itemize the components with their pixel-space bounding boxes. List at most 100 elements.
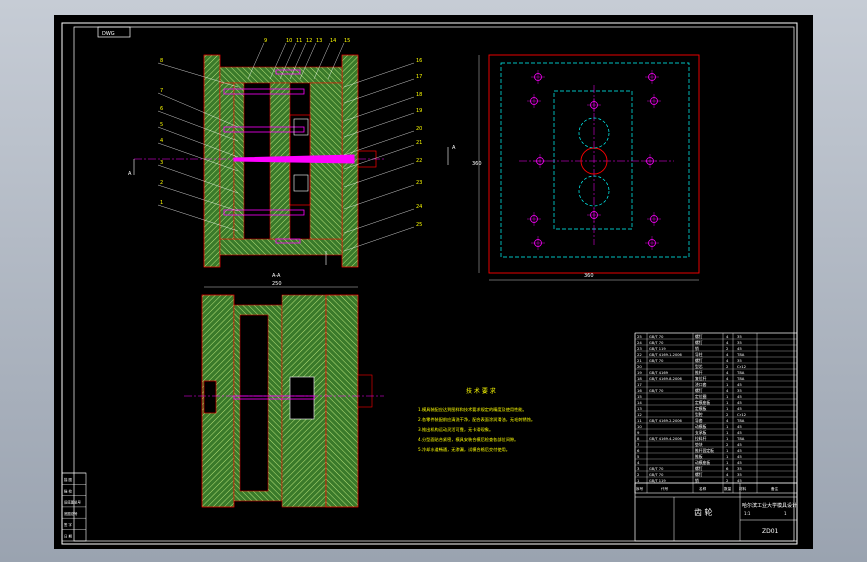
bom-name: 推板 (695, 454, 703, 459)
section-view-title: A-A (272, 273, 281, 279)
bom-mat: 35 (737, 358, 742, 363)
bom-code: GB/T 4169.2-2006 (649, 419, 683, 423)
bom-code: GB/T 4169 (649, 371, 669, 375)
frame-tag: DWG (102, 31, 115, 37)
assembly-section-view: A A (128, 54, 456, 268)
bom-no: 15 (637, 394, 642, 399)
leader-left-6: 6 (160, 106, 163, 112)
bom-no: 6 (637, 448, 640, 453)
bom-header-code: 代号 (661, 486, 669, 491)
bom-mat: 45 (737, 400, 742, 405)
bom-name: 推杆固定板 (695, 448, 714, 453)
bom-qty: 1 (726, 400, 729, 405)
leader-top-15: 15 (344, 38, 350, 44)
leader-top-13: 13 (316, 38, 322, 44)
bom-qty: 4 (726, 340, 729, 345)
bom-mat: T8A (736, 376, 745, 381)
left-strip-cell: 日 期 (64, 534, 72, 539)
bom-mat: 35 (737, 334, 742, 339)
bom-name: 浇口套 (695, 382, 707, 387)
bom-no: 19 (637, 370, 642, 375)
leader-right-23: 23 (416, 180, 422, 186)
bom-qty: 6 (726, 466, 729, 471)
bom-name: 定模座板 (695, 400, 710, 405)
bom-name: 定位圈 (695, 394, 707, 399)
bom-no: 10 (637, 424, 642, 429)
bom-name: 动模板 (695, 424, 707, 429)
bom-qty: 1 (726, 436, 729, 441)
bom-qty: 1 (726, 448, 729, 453)
note-line: 1.模具装配应达到图样和技术要求规定的精度及使用性能。 (418, 406, 527, 413)
bom-no: 5 (637, 454, 640, 459)
technical-notes: 技 术 要 求 1.模具装配应达到图样和技术要求规定的精度及使用性能。 2.各零件… (418, 387, 535, 453)
bom-mat: Cr12 (737, 412, 747, 417)
bom-code: GB/T 70 (649, 359, 664, 363)
bom-qty: 4 (726, 376, 729, 381)
bom-code: GB/T 4169.8-2006 (649, 377, 683, 381)
school-name: 哈尔滨工业大学模具设计 (742, 502, 797, 509)
drawing-svg: DWG (61, 22, 798, 545)
leader-left-1: 1 (160, 200, 163, 206)
bom-qty: 1 (726, 394, 729, 399)
leader-left-5: 5 (160, 122, 163, 128)
note-line: 2.各零件装配前应清洗干净，配合表面涂润滑油，无毛刺锈蚀。 (418, 416, 535, 423)
leader-right-24: 24 (416, 204, 422, 210)
bom-qty: 2 (726, 346, 729, 351)
bom-name: 销 (695, 478, 699, 483)
bom-name: 型腔 (695, 412, 703, 417)
bom-qty: 4 (726, 334, 729, 339)
bom-no: 24 (637, 340, 642, 345)
bom-mat: 35 (737, 472, 742, 477)
leader-top-12: 12 (306, 38, 312, 44)
bom-code: GB/T 4169.1-2006 (649, 353, 683, 357)
section-label-left: A (128, 171, 132, 177)
dim-width-top: 250 (272, 281, 282, 287)
bom-no: 16 (637, 388, 642, 393)
bom-mat: T8A (736, 370, 745, 375)
leader-right-17: 17 (416, 74, 422, 80)
notes-title: 技 术 要 求 (466, 387, 496, 395)
bom-no: 13 (637, 406, 642, 411)
bom-name: 螺钉 (695, 472, 703, 477)
bom-no: 3 (637, 466, 640, 471)
bom-mat: 45 (737, 430, 742, 435)
sheet: 1 (784, 511, 787, 516)
leader-top-14: 14 (330, 38, 336, 44)
bom-qty: 4 (726, 370, 729, 375)
bom-qty: 2 (726, 412, 729, 417)
title-block: 齿 轮 哈尔滨工业大学模具设计 ZD01 1:1 1 (634, 482, 798, 542)
bom-name: 销 (695, 346, 699, 351)
bom-qty: 2 (726, 442, 729, 447)
bom-name: 定模板 (695, 406, 707, 411)
bom-no: 25 (637, 334, 642, 339)
section-label-right: A (452, 145, 456, 151)
leader-left-3: 3 (160, 160, 163, 166)
bom-qty: 1 (726, 460, 729, 465)
drawing-canvas[interactable]: DWG (54, 15, 813, 549)
bom-no: 2 (637, 472, 640, 477)
bom-name: 支承板 (695, 430, 707, 435)
leader-top-9: 9 (264, 38, 267, 44)
dim-height-plate: 360 (472, 161, 482, 167)
bom-name: 拉料杆 (695, 436, 707, 441)
bom-mat: Cr12 (737, 364, 747, 369)
bom-code: GB/T 70 (649, 473, 664, 477)
leader-right-22: 22 (416, 158, 422, 164)
left-strip-cell: 底图总号 (64, 511, 78, 516)
